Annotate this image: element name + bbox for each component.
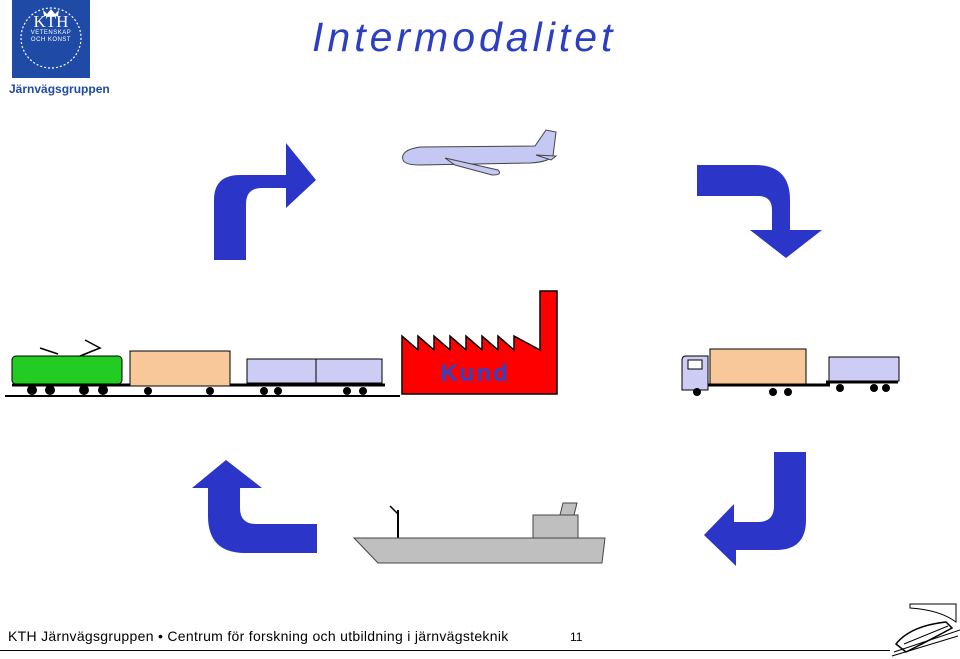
curved-arrow-icon: [697, 165, 822, 258]
logo-kth-text: KTH: [33, 12, 69, 31]
page-title: Intermodalitet: [312, 14, 617, 60]
train-icon: [5, 339, 400, 397]
truck-icon: [681, 348, 900, 396]
airplane-icon: [402, 129, 558, 176]
logo-subtitle-2: OCH KONST: [30, 37, 72, 43]
crest-icon: [20, 7, 82, 69]
curved-arrow-icon: [192, 460, 317, 553]
factory-icon: [401, 290, 558, 395]
footer-rule: [0, 650, 890, 651]
ship-icon: [352, 502, 606, 564]
group-name: Järnvägsgruppen: [9, 82, 110, 96]
curved-arrow-icon: [214, 143, 316, 260]
footer-text: KTH Järnvägsgruppen • Centrum för forskn…: [8, 628, 509, 644]
customer-label: Kund: [440, 360, 510, 387]
train-logo-icon: [891, 603, 960, 657]
curved-arrow-icon: [704, 452, 806, 566]
logo-subtitle-1: VETENSKAP: [30, 30, 72, 36]
kth-logo: KTH VETENSKAP OCH KONST: [12, 0, 90, 78]
page-number: 11: [570, 630, 583, 644]
